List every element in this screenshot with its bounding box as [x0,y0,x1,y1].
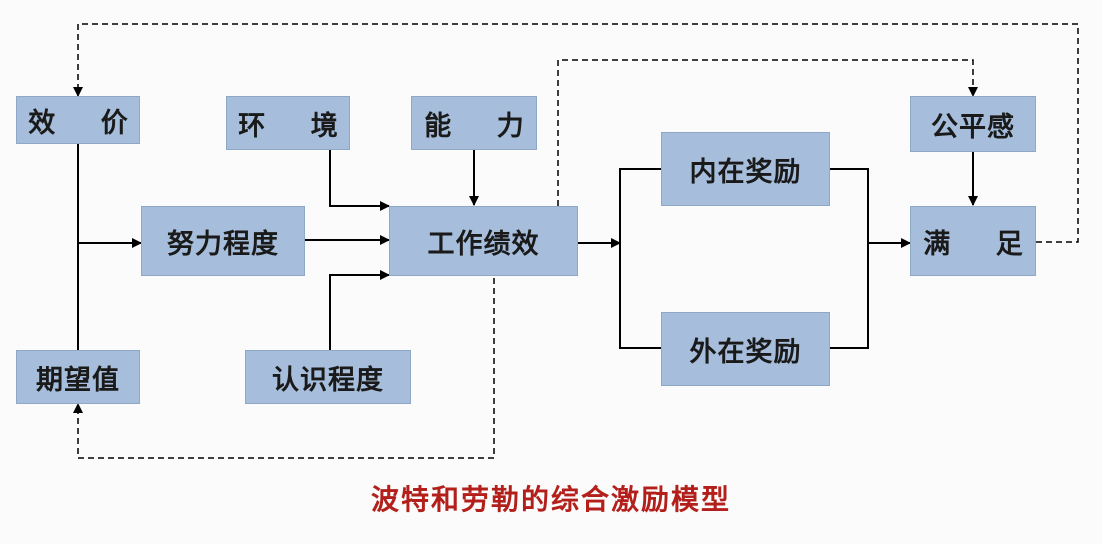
environment-box: 环 境 [226,96,350,150]
effort-box: 努力程度 [141,206,305,276]
rewards-merge-line [830,168,869,349]
diagram-caption: 波特和劳勒的综合激励模型 [370,483,731,516]
equity-box: 公平感 [910,96,1036,152]
valence-box: 效 价 [16,96,140,144]
performance-to-equity-feedback [557,59,978,206]
performance-to-expectancy-feedback [73,278,495,459]
intrinsic-reward-box: 内在奖励 [661,132,830,206]
satisfaction-box: 满 足 [910,206,1036,276]
rewards-split-line [619,168,661,349]
satisfaction-to-valence-feedback [73,23,1079,243]
expectancy-box: 期望值 [16,350,140,404]
extrinsic-reward-box: 外在奖励 [661,312,830,386]
performance-box: 工作绩效 [389,206,578,276]
environment-to-performance-arrow [329,150,390,211]
ability-box: 能 力 [411,96,537,150]
role-perception-to-performance-arrow [329,270,390,350]
role-perception-box: 认识程度 [245,350,411,404]
